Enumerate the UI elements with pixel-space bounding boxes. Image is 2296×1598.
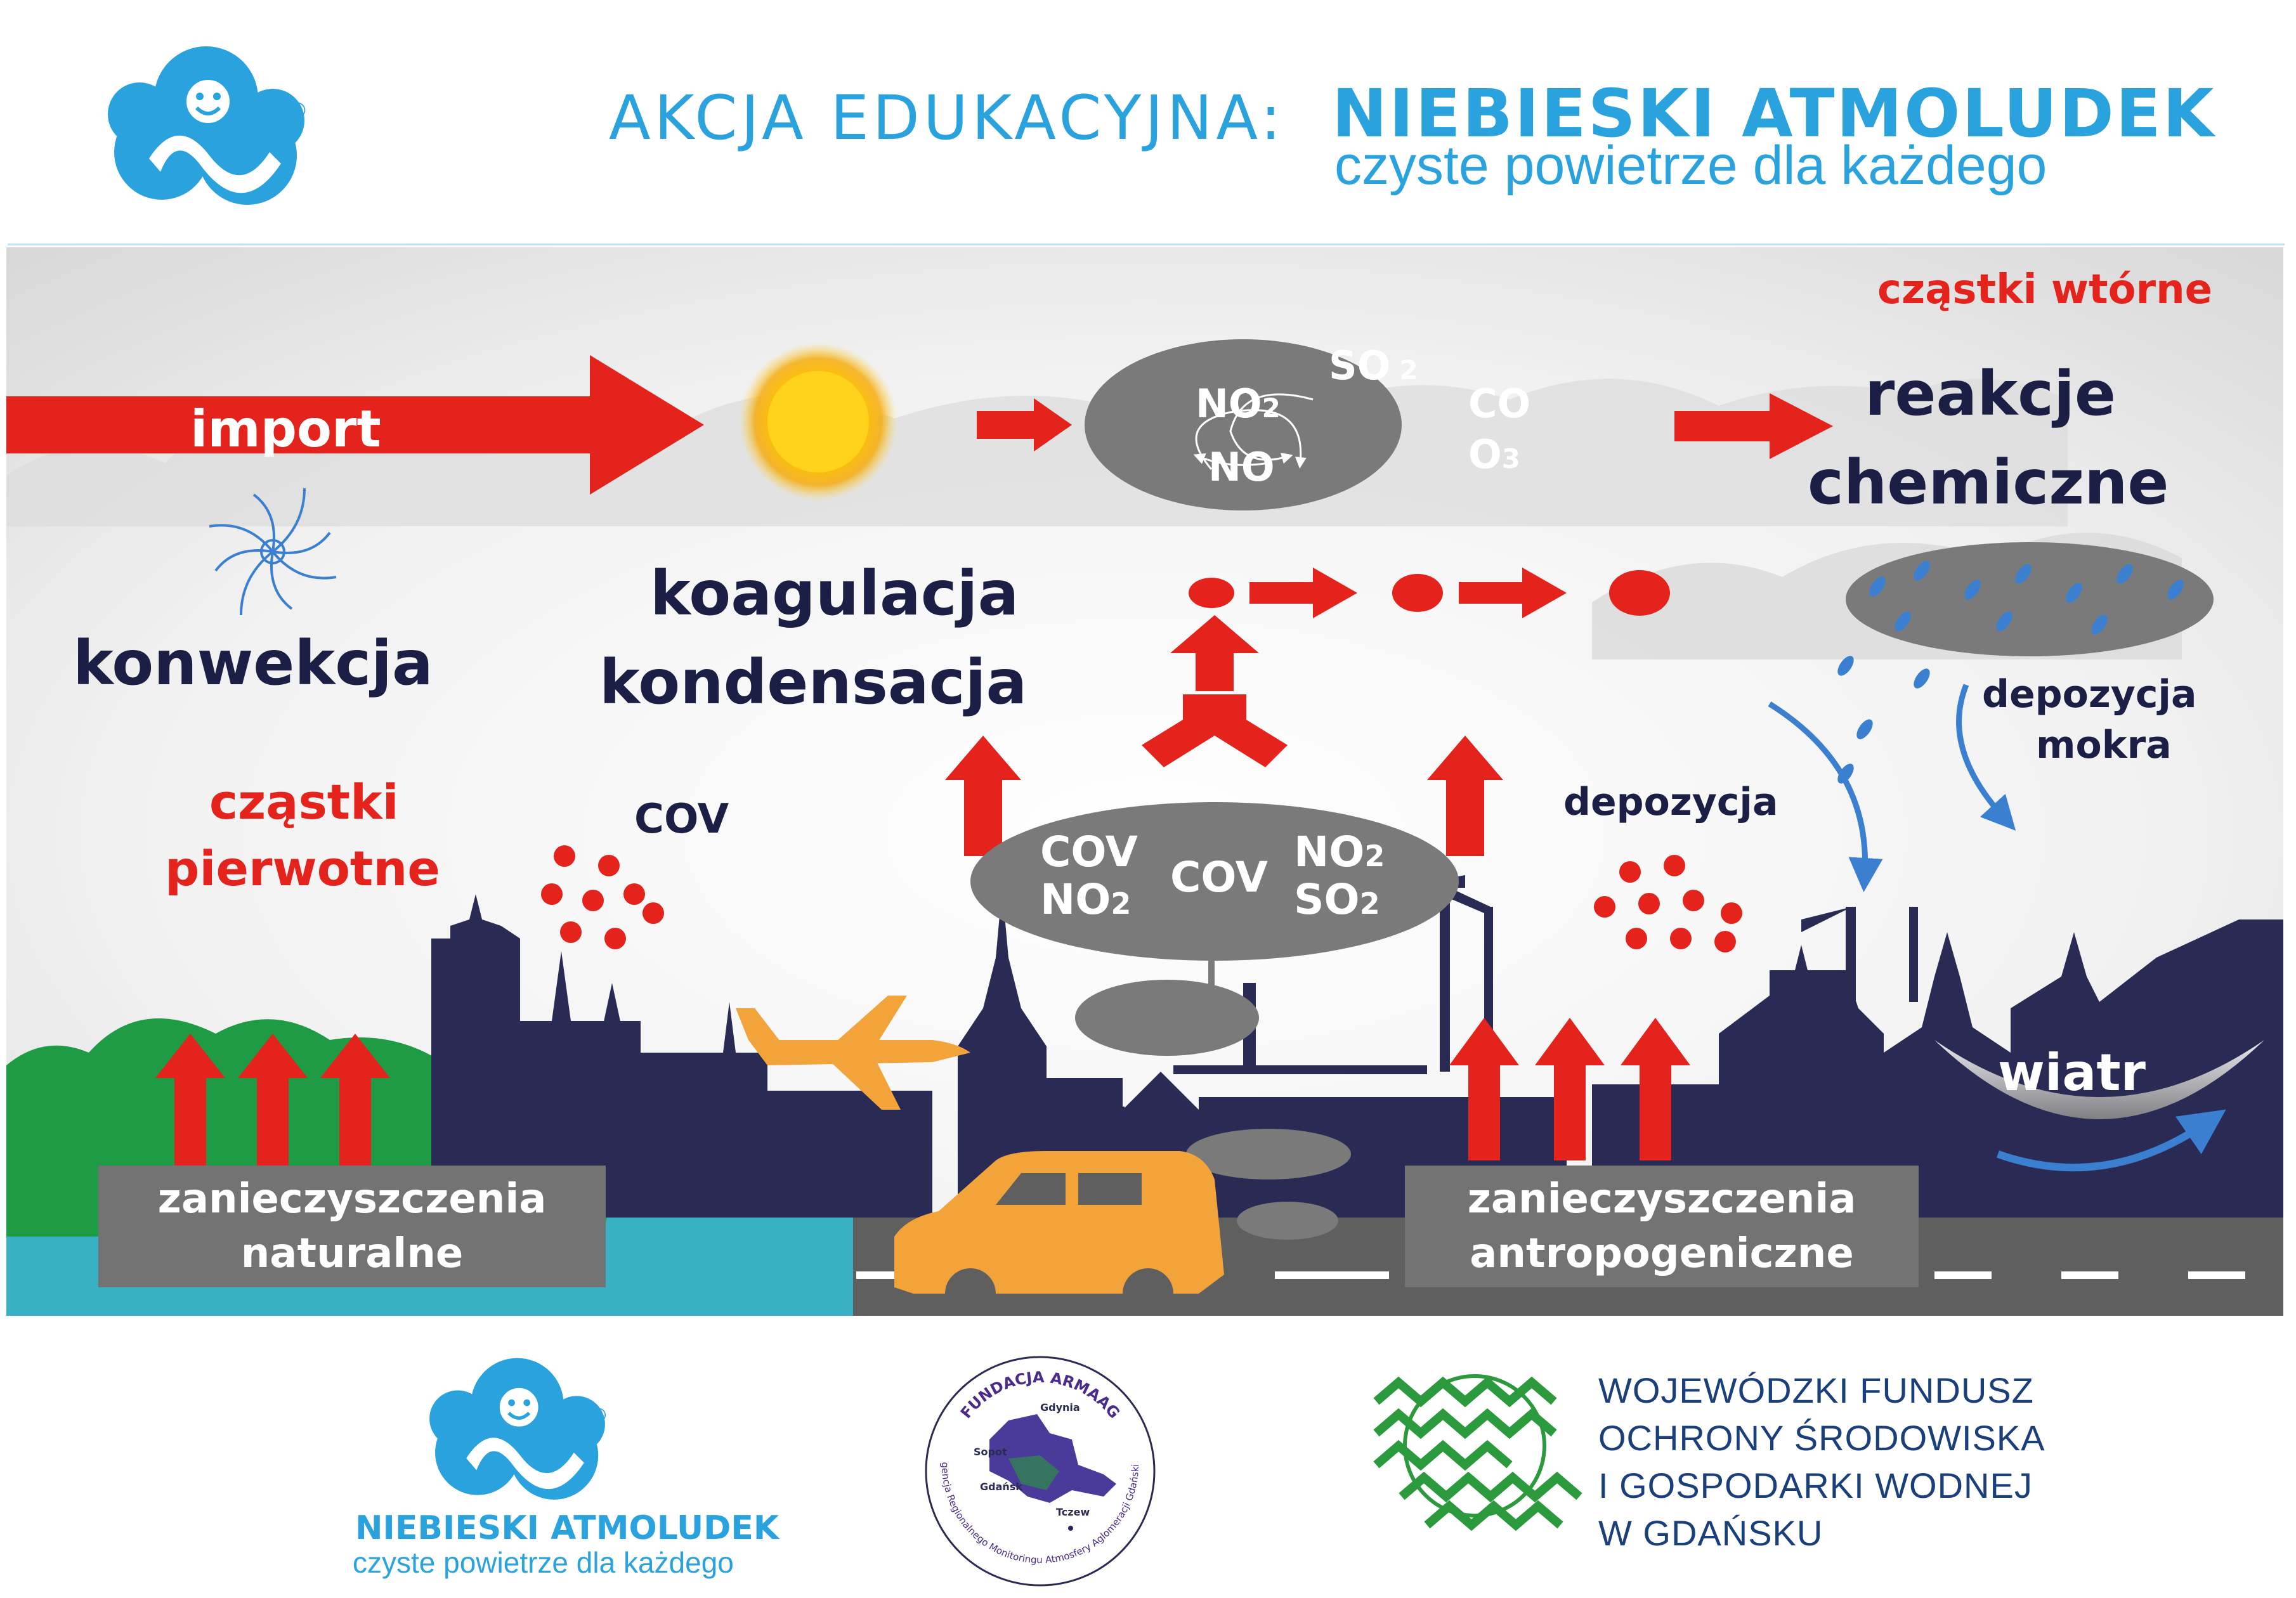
swirl-icon — [209, 488, 337, 616]
armaag-seal: FUNDACJA ARMAAG Agencja Regionalnego Mon… — [913, 1344, 1156, 1587]
primary-particles-label-1: cząstki — [209, 774, 399, 830]
anthropogenic-pollution-line-1: zanieczyszczenia — [1467, 1176, 1856, 1223]
o3-upper: O3 — [1468, 431, 1520, 477]
coag-arrow-1 — [1249, 568, 1357, 618]
anthropogenic-emission-arrows — [1449, 1018, 1690, 1160]
natural-pollution-line-1: zanieczyszczenia — [157, 1176, 547, 1223]
upper-pollutant-cloud — [1085, 339, 1402, 510]
wfos-line-1: WOJEWÓDZKI FUNDUSZ — [1598, 1370, 2034, 1410]
exhaust-cloud-2 — [1186, 1129, 1351, 1179]
cov-cloud-left: COV — [1040, 828, 1138, 876]
registered-mark: ® — [287, 98, 308, 124]
primary-particles-label-2: pierwotne — [165, 840, 440, 897]
exhaust-cloud-1 — [1075, 980, 1259, 1056]
footer-brand-name: NIEBIESKI ATMOLUDEK — [355, 1509, 779, 1547]
coagulation-label: koagulacja — [650, 558, 1019, 629]
chemical-label: chemiczne — [1808, 447, 2169, 518]
reactions-label: reakcje — [1865, 358, 2116, 429]
convection-label: konwekcja — [73, 628, 433, 699]
cov-cloud-center: COV — [1170, 853, 1268, 902]
no2-upper: NO2 — [1196, 380, 1281, 427]
condensation-label: kondensacja — [599, 647, 1027, 718]
wind-label: wiatr — [1998, 1043, 2146, 1102]
wet-deposition-label-2: mokra — [2036, 723, 2172, 767]
header-divider — [8, 244, 2285, 245]
brand-tagline: czyste powietrze dla każdego — [1334, 135, 2047, 196]
no-upper: NO — [1208, 444, 1275, 490]
natural-pollution-box: zanieczyszczenia naturalne — [98, 1166, 606, 1287]
rain-cloud — [1846, 542, 2214, 656]
campaign-label: AKCJA EDUKACYJNA: — [609, 82, 1285, 153]
cloud-stem — [1208, 958, 1215, 989]
primary-particles — [541, 845, 664, 949]
lower-pollutant-cloud — [970, 802, 1459, 961]
natural-pollution-line-2: naturalne — [240, 1230, 464, 1277]
wfos-line-3: I GOSPODARKI WODNEJ — [1598, 1465, 2033, 1505]
coag-arrow-2 — [1459, 568, 1567, 618]
cloud-to-reactions-arrow — [1674, 393, 1833, 459]
particle-dot-small — [1189, 578, 1234, 608]
co-upper: CO — [1468, 380, 1531, 427]
wet-deposition-arrow-1 — [1768, 701, 1883, 892]
up-arrow-left-cloud — [945, 736, 1021, 856]
map-gdynia: Gdynia — [1040, 1401, 1080, 1413]
import-label: import — [190, 400, 381, 458]
so2-cloud-right: SO2 — [1294, 875, 1380, 924]
anthropogenic-pollution-line-2: antropogeniczne — [1470, 1230, 1854, 1277]
sun-icon — [739, 342, 897, 501]
deposition-label: depozycja — [1563, 780, 1778, 824]
no2-cloud-right: NO2 — [1294, 828, 1385, 876]
wfos-line-2: OCHRONY ŚRODOWISKA — [1598, 1418, 2045, 1458]
map-gdansk: Gdańsk — [980, 1481, 1022, 1493]
anthropogenic-pollution-box: zanieczyszczenia antropogeniczne — [1405, 1166, 1919, 1287]
convergence-arrow — [1142, 615, 1288, 767]
pollution-diagram: import konwekcja koagulacja kondensacja … — [6, 247, 2283, 1316]
map-tczew: Tczew — [1056, 1506, 1090, 1518]
natural-emission-arrows — [155, 1034, 390, 1179]
wind-arrow — [1997, 1109, 2226, 1172]
deposition-particles — [1594, 855, 1742, 952]
footer-registered-mark: ® — [589, 1405, 608, 1427]
wfos-waves-icon — [1373, 1374, 1582, 1531]
brand-name: NIEBIESKI ATMOLUDEK — [1332, 75, 2216, 152]
wet-deposition-label-1: depozycja — [1982, 672, 2197, 717]
footer-atmoludek-logo-icon: ® — [429, 1358, 608, 1500]
secondary-particles-label: cząstki wtórne — [1877, 266, 2213, 313]
wind-swoosh — [1934, 1040, 2264, 1119]
particle-dot-medium — [1392, 574, 1443, 612]
particle-dot-large — [1609, 570, 1670, 616]
airplane-icon — [736, 996, 970, 1110]
map-sopot: Sopot — [974, 1446, 1007, 1458]
cov-label: COV — [634, 796, 729, 843]
sun-to-cloud-arrow — [977, 398, 1072, 451]
exhaust-cloud-3 — [1237, 1202, 1338, 1240]
wet-deposition-arrow-2 — [1956, 684, 2016, 831]
up-arrow-right-cloud — [1427, 736, 1503, 856]
footer-brand-tagline: czyste powietrze dla każdego — [353, 1546, 734, 1579]
atmoludek-logo-icon: ® — [108, 46, 308, 205]
wfos-line-4: W GDAŃSKU — [1598, 1513, 1823, 1553]
background-clouds — [6, 379, 2068, 526]
no2-cloud-left: NO2 — [1040, 875, 1132, 924]
import-arrow — [6, 355, 704, 495]
